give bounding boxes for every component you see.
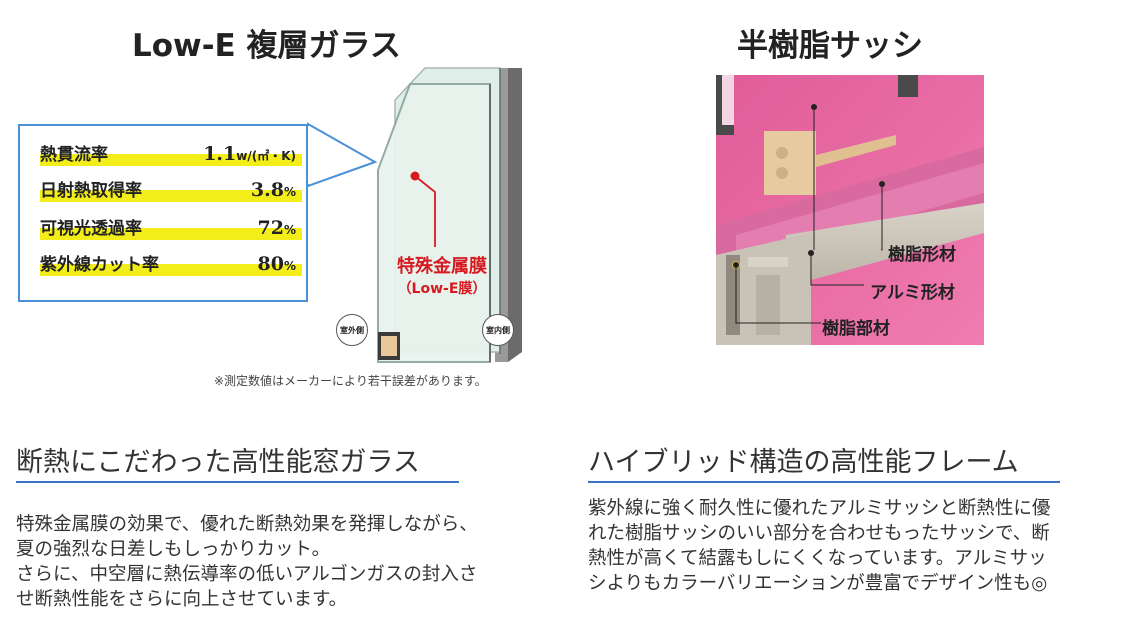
left-section-heading: 断熱にこだわった高性能窓ガラス (16, 447, 420, 478)
right-body-line: 熱性が高くて結露もしにくくなっています。アルミサッ (588, 548, 1047, 569)
half-resin-sash-illustration (716, 75, 984, 345)
spec-row-uv-cut: 紫外線カット率 80% (40, 252, 302, 276)
spec-label: 可視光透過率 (40, 219, 142, 239)
callout-resin-profile: 樹脂形材 (888, 245, 956, 265)
spec-label: 熱貫流率 (40, 145, 108, 165)
spec-row-solar-heat-gain: 日射熱取得率 3.8% (40, 178, 302, 202)
right-body-text: 紫外線に強く耐久性に優れたアルミサッシと断熱性に優 れた樹脂サッシのいい部分を合… (588, 496, 1118, 596)
right-title: 半樹脂サッシ (737, 28, 923, 64)
left-body-line: 特殊金属膜の効果で、優れた断熱効果を発揮しながら、 (16, 514, 478, 535)
spec-value: 3.8% (250, 179, 296, 201)
measurement-note: ※測定数値はメーカーにより若干誤差があります。 (214, 374, 487, 388)
left-body-line: せ断熱性能をさらに向上させています。 (16, 589, 348, 610)
spec-value: 80% (257, 253, 296, 275)
left-body-line: 夏の強烈な日差しもしっかりカット。 (16, 539, 331, 560)
spec-row-visible-transmittance: 可視光透過率 72% (40, 216, 302, 240)
right-body-line: 紫外線に強く耐久性に優れたアルミサッシと断熱性に優 (588, 498, 1051, 519)
spec-value: 72% (257, 217, 296, 239)
low-e-film-label: 特殊金属膜 （Low-E膜） (386, 252, 498, 298)
right-heading-underline (588, 481, 1060, 483)
low-e-glass-illustration (300, 67, 522, 363)
film-sub-label: （Low-E膜） (397, 281, 487, 297)
spec-callout-box: 熱貫流率 1.1w/(㎡・K) 日射熱取得率 3.8% 可視光透過率 72% 紫… (18, 124, 308, 302)
spec-row-thermal-transmittance: 熱貫流率 1.1w/(㎡・K) (40, 142, 302, 166)
callout-resin-part: 樹脂部材 (822, 319, 890, 339)
inside-label: 室内側 (486, 325, 510, 335)
left-heading-underline (16, 481, 459, 483)
right-body-line: れた樹脂サッシのいい部分を合わせもったサッシで、断 (588, 523, 1050, 544)
spec-value: 1.1w/(㎡・K) (203, 143, 296, 165)
right-section-heading: ハイブリッド構造の高性能フレーム (588, 447, 1019, 478)
left-body-line: さらに、中空層に熱伝導率の低いアルゴンガスの封入さ (16, 564, 478, 585)
spec-label: 日射熱取得率 (40, 181, 142, 201)
outside-label: 室外側 (340, 325, 364, 335)
left-body-text: 特殊金属膜の効果で、優れた断熱効果を発揮しながら、 夏の強烈な日差しもしっかりカ… (16, 512, 556, 612)
spec-label: 紫外線カット率 (40, 255, 159, 275)
film-label: 特殊金属膜 (397, 256, 487, 277)
right-body-line: シよりもカラーバリエーションが豊富でデザイン性も◎ (588, 573, 1048, 594)
left-title: Low-E 複層ガラス (132, 28, 401, 64)
outside-side-badge: 室外側 (336, 314, 368, 346)
callout-aluminum-profile: アルミ形材 (870, 283, 955, 303)
inside-side-badge: 室内側 (482, 314, 514, 346)
